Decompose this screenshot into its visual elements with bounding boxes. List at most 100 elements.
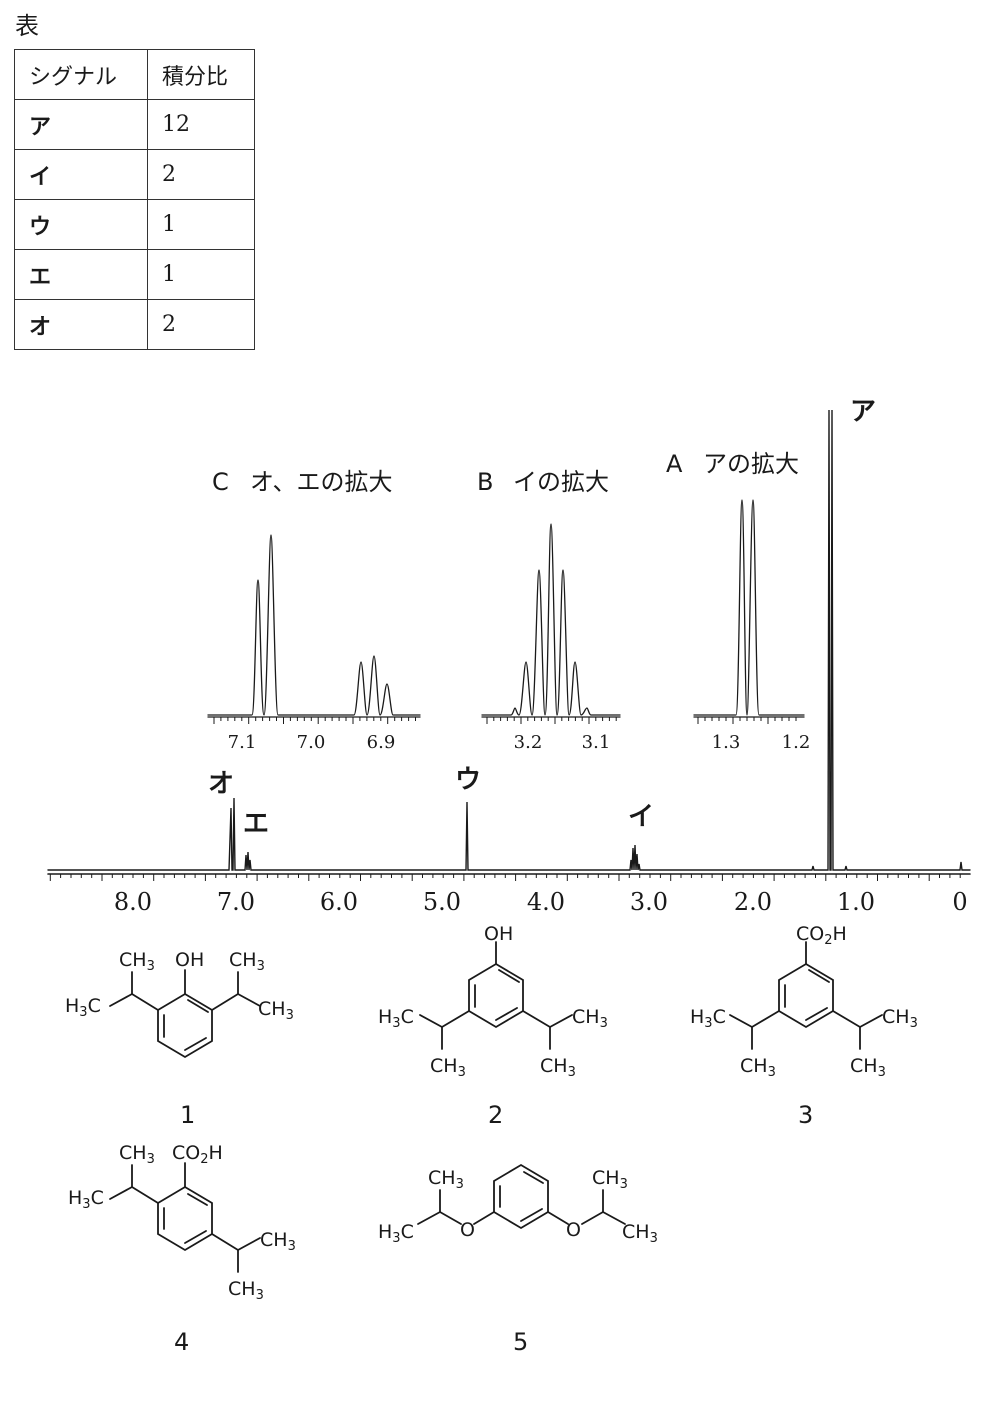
peak-label-e: エ <box>243 809 269 839</box>
label-ch3: CH3 <box>119 1142 155 1167</box>
candidate-structures: CH3 OH CH3 H3C CH3 1 OH H3C CH3 CH3 CH3 … <box>65 923 918 1356</box>
inset-a-title: アの拡大 <box>703 450 799 478</box>
integration-value: 1 <box>147 199 255 250</box>
label-h3c: H3C <box>690 1006 726 1031</box>
label-ch3: CH3 <box>882 1006 918 1031</box>
inset-c-tick-label: 6.9 <box>367 732 396 753</box>
label-h3c: H3C <box>68 1187 104 1212</box>
main-axis-labels: 8.0 7.0 6.0 5.0 4.0 3.0 2.0 1.0 0 <box>114 888 968 916</box>
peak-label-o: オ <box>208 769 234 799</box>
label-ch3: CH3 <box>592 1167 628 1192</box>
inset-b-title: イの拡大 <box>513 468 609 496</box>
inset-c-ticks <box>213 717 416 724</box>
label-ch3: CH3 <box>229 949 265 974</box>
label-ch3: CH3 <box>119 949 155 974</box>
benzene-ring <box>157 992 213 1059</box>
main-tick-label: 0 <box>952 888 967 916</box>
inset-c-letter: C <box>212 468 229 496</box>
label-co2h: CO2H <box>796 923 847 948</box>
label-ch3: CH3 <box>430 1055 466 1080</box>
header-integration: 積分比 <box>147 49 255 100</box>
structure-number: 5 <box>513 1328 528 1356</box>
label-h3c: H3C <box>65 995 101 1020</box>
header-signal: シグナル <box>14 49 148 100</box>
inset-b-letter: B <box>477 468 493 496</box>
label-o: O <box>460 1219 475 1241</box>
integration-value: 1 <box>147 249 255 300</box>
main-tick-label: 5.0 <box>423 888 461 916</box>
label-ch3: CH3 <box>258 998 294 1023</box>
label-ch3: CH3 <box>850 1055 886 1080</box>
structure-number: 1 <box>180 1101 195 1129</box>
table-row: ウ 1 <box>14 199 255 250</box>
inset-b: B イの拡大 3.2 3.1 <box>477 468 621 753</box>
main-tick-label: 3.0 <box>630 888 668 916</box>
structure-number: 2 <box>488 1101 503 1129</box>
structure-3: CO2H H3C CH3 CH3 CH3 3 <box>690 923 918 1129</box>
inset-a-ticks <box>697 717 797 724</box>
inset-c: C オ、エの拡大 7.1 7.0 6.9 <box>207 468 421 753</box>
structure-2: OH H3C CH3 CH3 CH3 2 <box>378 923 608 1129</box>
benzene-ring <box>778 962 834 1029</box>
structure-number: 4 <box>174 1328 189 1356</box>
integration-value: 2 <box>147 299 255 350</box>
main-tick-label: 6.0 <box>320 888 358 916</box>
main-tick-label: 7.0 <box>217 888 255 916</box>
label-ch3: CH3 <box>540 1055 576 1080</box>
signal-label: オ <box>14 299 148 350</box>
label-co2h: CO2H <box>172 1142 223 1167</box>
structure-5: CH3 CH3 H3C O O CH3 5 <box>378 1163 658 1356</box>
inset-a: A アの拡大 1.3 1.2 <box>666 450 810 753</box>
structure-1: CH3 OH CH3 H3C CH3 1 <box>65 949 294 1129</box>
table-row: ア 12 <box>14 99 255 150</box>
peak-label-a: ア <box>850 397 876 427</box>
nmr-spectrum: C オ、エの拡大 7.1 7.0 6.9 B イの拡大 3.2 3.1 A アの… <box>47 397 971 916</box>
inset-c-tick-label: 7.0 <box>297 732 326 753</box>
signal-label: エ <box>14 249 148 300</box>
signal-label: ア <box>14 99 148 150</box>
label-oh: OH <box>484 923 513 945</box>
signal-label: ウ <box>14 199 148 250</box>
signal-label: イ <box>14 149 148 200</box>
main-tick-label: 8.0 <box>114 888 152 916</box>
label-ch3: CH3 <box>260 1229 296 1254</box>
structure-4: CH3 CO2H H3C CH3 CH3 4 <box>68 1142 296 1356</box>
inset-b-ticks <box>486 717 617 724</box>
inset-a-trace <box>693 499 805 716</box>
integration-table: シグナル 積分比 ア 12 イ 2 ウ 1 エ 1 オ 2 <box>14 49 255 350</box>
label-ch3: CH3 <box>622 1221 658 1246</box>
label-ch3: CH3 <box>572 1006 608 1031</box>
integration-value: 2 <box>147 149 255 200</box>
benzene-ring <box>493 1163 549 1230</box>
inset-c-title: オ、エの拡大 <box>250 468 393 496</box>
main-axis-ticks <box>49 874 961 881</box>
label-h3c: H3C <box>378 1221 414 1246</box>
inset-b-trace <box>481 523 621 716</box>
inset-a-letter: A <box>666 450 683 478</box>
main-tick-label: 4.0 <box>527 888 565 916</box>
table-header-row: シグナル 積分比 <box>14 49 255 100</box>
main-tick-label: 1.0 <box>837 888 875 916</box>
inset-c-tick-label: 7.1 <box>228 732 257 753</box>
structure-number: 3 <box>798 1101 813 1129</box>
benzene-ring <box>468 962 524 1029</box>
label-ch3: CH3 <box>740 1055 776 1080</box>
peak-label-i: イ <box>628 802 654 832</box>
main-tick-label: 2.0 <box>734 888 772 916</box>
label-ch3: CH3 <box>428 1167 464 1192</box>
inset-a-tick-label: 1.3 <box>712 732 741 753</box>
inset-a-tick-label: 1.2 <box>782 732 811 753</box>
table-row: イ 2 <box>14 149 255 200</box>
inset-c-trace <box>207 534 421 716</box>
table-row: オ 2 <box>14 299 255 350</box>
label-ch3: CH3 <box>228 1278 264 1303</box>
label-oh: OH <box>175 949 204 971</box>
inset-b-tick-label: 3.2 <box>514 732 543 753</box>
table-row: エ 1 <box>14 249 255 300</box>
integration-value: 12 <box>147 99 255 150</box>
inset-b-tick-label: 3.1 <box>582 732 611 753</box>
benzene-ring <box>157 1185 213 1252</box>
label-o: O <box>566 1219 581 1241</box>
table-caption: 表 <box>15 12 39 40</box>
main-spectrum-trace <box>47 409 971 871</box>
